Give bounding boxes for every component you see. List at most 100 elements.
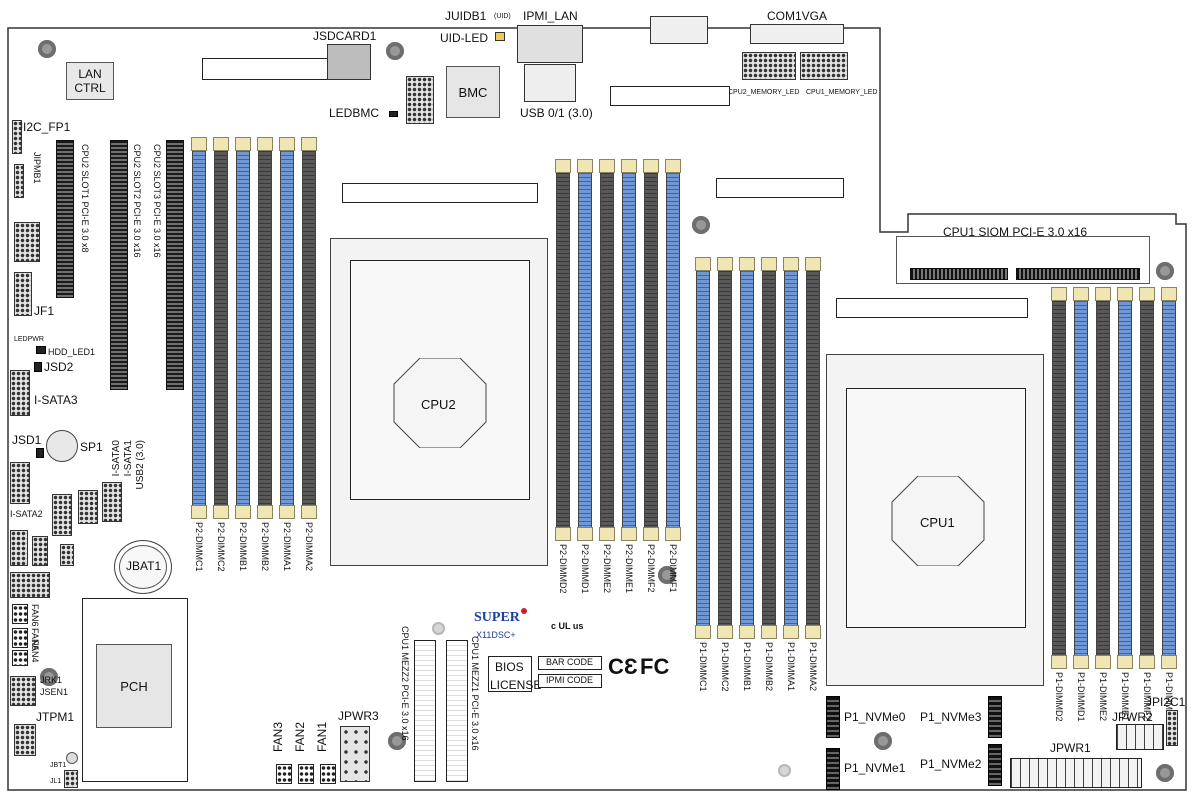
dimm-slot-p1-dimma2 [805, 257, 821, 639]
dimm-slot-p1-dimmb1 [739, 257, 755, 639]
isata2-label: I-SATA2 [10, 509, 43, 519]
dimm-slot-p2-dimma1 [279, 137, 295, 519]
usb2-label: USB2 (3.0) [135, 440, 146, 490]
dimm-label: P1-DIMME2 [1098, 672, 1108, 722]
dimm-slot-p2-dimmf2 [643, 159, 659, 541]
jrk1-header [10, 676, 36, 706]
ipmi-lan-port [517, 25, 583, 63]
jbt1-label: JBT1 [50, 762, 67, 769]
speaker-sp1 [46, 430, 78, 462]
dimm-slot-p1-dimmd1 [1073, 287, 1089, 669]
siom-slot-right [1016, 268, 1140, 280]
cpu2-slot1-label: CPU2 SLOT1 PCI-E 3.0 x8 [80, 144, 90, 253]
dimm-slot-p2-dimmb1 [235, 137, 251, 519]
header-block [10, 572, 50, 598]
jsd1-label: JSD1 [12, 433, 42, 447]
jipmb1-label: JIPMB1 [32, 152, 42, 184]
dimm-slot-p2-dimmd2 [555, 159, 571, 541]
mounting-hole [38, 40, 56, 58]
mezz2-slot [414, 640, 436, 782]
fan2-label: FAN2 [293, 721, 307, 752]
mezz1-label: CPU1 MEZZ1 PCI-E 3.0 x16 [470, 636, 480, 751]
sp1-label: SP1 [80, 440, 103, 454]
juidb1-label: JUIDB1 [445, 9, 487, 23]
mounting-hole [658, 566, 676, 584]
dimm-label: P1-DIMMD2 [1054, 672, 1064, 722]
jpwr1-label: JPWR1 [1050, 741, 1091, 755]
dimm-label: P1-DIMMF1 [1164, 672, 1174, 721]
m2-slot-right [716, 178, 844, 198]
cpu2-memory-led-label: CPU2_MEMORY_LED [728, 89, 800, 96]
lan-ctrl-line1: LAN [78, 67, 102, 81]
dimm-label: P2-DIMMA1 [282, 522, 292, 572]
siom-slot-left [910, 268, 1008, 280]
cpu2-slot3-pcie [166, 140, 184, 390]
jsdcard1-label: JSDCARD1 [313, 29, 377, 43]
dimm-slot-p1-dimma1 [783, 257, 799, 639]
jpwr3-connector [340, 726, 370, 782]
m2-slot-top-middle [610, 86, 730, 106]
fan6-connector [12, 604, 28, 624]
dimm-slot-p1-dimmb2 [761, 257, 777, 639]
siom-label: CPU1 SIOM PCI-E 3.0 x16 [943, 225, 1088, 239]
jpi2c1-header [1166, 710, 1178, 746]
sgpio-header-2 [32, 536, 48, 566]
uid-button [495, 32, 505, 41]
pch-chip: PCH [96, 644, 172, 728]
dimm-slot-p1-dimmd2 [1051, 287, 1067, 669]
dimm-label: P2-DIMMF2 [646, 544, 656, 593]
lan-controller-chip: LAN CTRL [66, 62, 114, 100]
dimm-label: P1-DIMMB1 [742, 642, 752, 692]
jl1-label: JL1 [50, 778, 62, 785]
bar-code-box [538, 656, 602, 670]
bar-code-label: BAR CODE [546, 657, 594, 667]
fan6-label: FAN6 [30, 604, 40, 627]
memory-leds-cpu1 [800, 52, 848, 80]
fan3-label: FAN3 [271, 721, 285, 752]
dimm-label: P2-DIMMC1 [194, 522, 204, 572]
dimm-slot-p2-dimmd1 [577, 159, 593, 541]
bmc-chip: BMC [446, 66, 500, 118]
p1-nvme1-label: P1_NVMe1 [844, 761, 906, 775]
jpwr2-connector [1116, 724, 1164, 750]
fc-mark: FC [640, 654, 670, 679]
dimm-label: P2-DIMMB1 [238, 522, 248, 572]
jf1-label: JF1 [34, 304, 55, 318]
ce-mark: CƐ [608, 654, 638, 679]
jpi2c1-label: JPI2C1 [1146, 695, 1186, 709]
ji2c-fp1-header [12, 120, 22, 154]
cpu2-label: CPU2 [421, 397, 456, 412]
jrk1-label: JRK1 [40, 675, 63, 685]
mezz2-label: CPU1 MEZZ2 PCI-E 3.0 x16 [400, 626, 410, 741]
mezz1-slot [446, 640, 468, 782]
uid-led-label: UID-LED [440, 31, 489, 45]
cpu1-die [891, 476, 985, 566]
dimm-slot-p2-dimmc2 [213, 137, 229, 519]
cpu2-slot3-label: CPU2 SLOT3 PCI-E 3.0 x16 [152, 144, 162, 258]
ledbmc-label: LEDBMC [329, 106, 380, 120]
usb2-header [102, 482, 122, 522]
battery-jbat1 [114, 540, 172, 594]
fan3-connector [276, 764, 292, 784]
p1-nvme0-label: P1_NVMe0 [844, 710, 906, 724]
small-hole [778, 764, 791, 777]
dimm-label: P1-DIMME1 [1120, 672, 1130, 722]
fan5-label: FAN5 [30, 628, 40, 651]
dimm-slot-p2-dimmc1 [191, 137, 207, 519]
dimm-label: P1-DIMMC2 [720, 642, 730, 692]
license-label: LICENSE [490, 678, 542, 692]
jtpm1-header [14, 724, 36, 756]
isata0-label: I-SATA0 [111, 440, 122, 477]
mounting-hole [40, 668, 58, 686]
dimm-label: P1-DIMMD1 [1076, 672, 1086, 722]
p1-nvme1-connector [826, 748, 840, 790]
dimm-slot-p1-dimme2 [1095, 287, 1111, 669]
memory-leds-cpu2 [742, 52, 796, 80]
dimm-label: P2-DIMMD2 [558, 544, 568, 594]
jipmb1-header [14, 164, 24, 198]
bmc-memory-chip [406, 76, 434, 124]
dimm-slot-p1-dimmf2 [1139, 287, 1155, 669]
ipmi-code-box [538, 674, 602, 688]
mounting-hole [388, 732, 406, 750]
